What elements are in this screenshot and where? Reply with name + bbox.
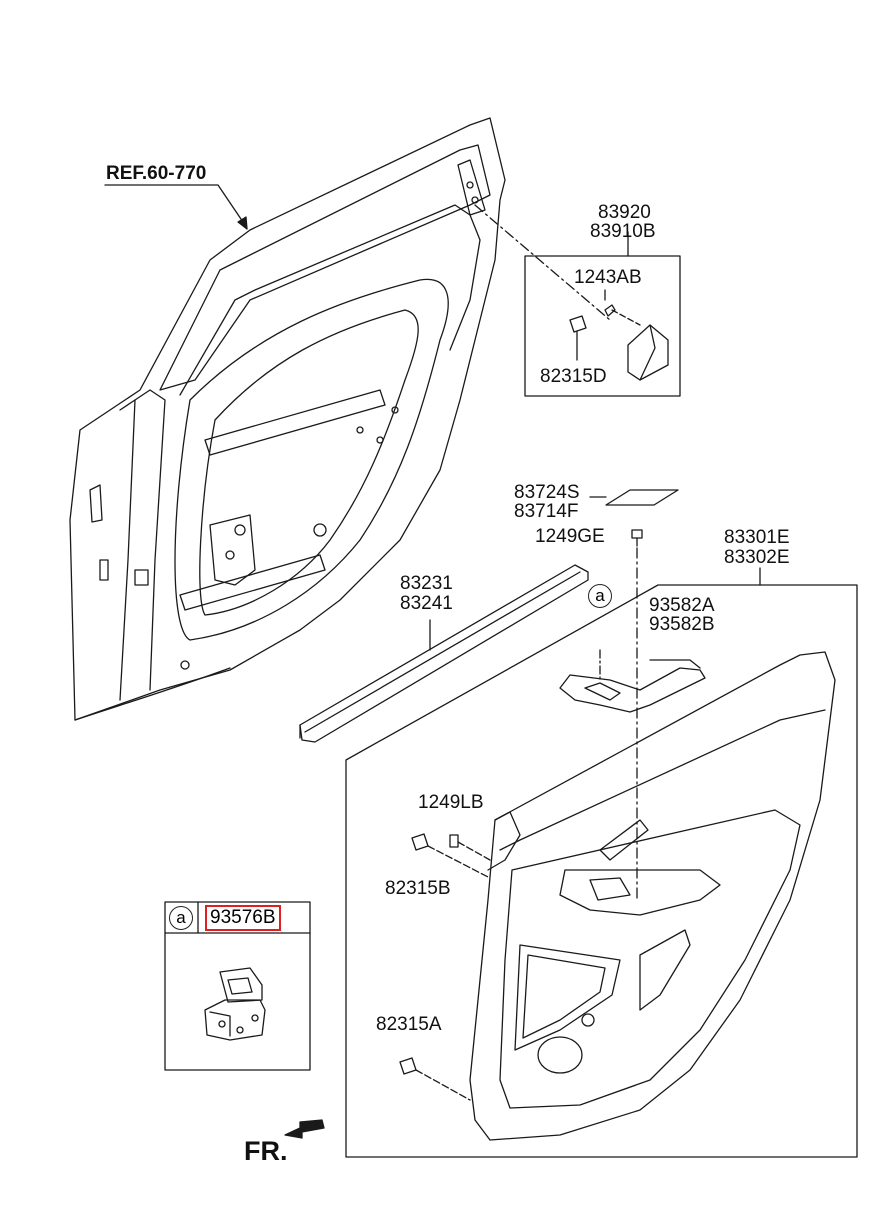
- window-switch: [204, 999, 266, 1041]
- ref-arrow-head: [237, 216, 248, 230]
- box-83920: [524, 255, 681, 397]
- part-83302e-label: 83302E: [724, 547, 790, 568]
- door-trim-panel: [469, 651, 836, 1141]
- part-83714f-label: 83714F: [514, 501, 579, 522]
- weatherstrip: [299, 564, 589, 743]
- door-panel-drawing: [69, 117, 506, 721]
- part-83724s-label: 83724S: [514, 482, 580, 503]
- inset-a-circle: a: [169, 906, 193, 930]
- box-83301e: [345, 584, 858, 1158]
- part-1249lb-label: 1249LB: [418, 792, 484, 813]
- part-83920-label: 83920: [598, 202, 651, 223]
- part-93582b-label: 93582B: [649, 614, 715, 635]
- part-83910b-label: 83910B: [590, 221, 656, 242]
- part-93582a-label: 93582A: [649, 595, 715, 616]
- ref-label: REF.60-770: [106, 163, 207, 184]
- front-arrow: [284, 1119, 325, 1139]
- part-83241-label: 83241: [400, 593, 453, 614]
- ref-leader-line: [104, 184, 246, 226]
- part-82315d-label: 82315D: [540, 366, 607, 387]
- part-1243ab-label: 1243AB: [574, 267, 642, 288]
- callout-a-circle: a: [588, 584, 612, 608]
- front-direction-label: FR.: [244, 1136, 288, 1166]
- part-83231-label: 83231: [400, 573, 453, 594]
- inset-box: [164, 901, 311, 1071]
- part-1249ge-label: 1249GE: [535, 526, 605, 547]
- part-83301e-label: 83301E: [724, 527, 790, 548]
- part-82315a-label: 82315A: [376, 1014, 442, 1035]
- part-93576b-highlight: 93576B: [205, 905, 281, 931]
- part-82315b-label: 82315B: [385, 878, 451, 899]
